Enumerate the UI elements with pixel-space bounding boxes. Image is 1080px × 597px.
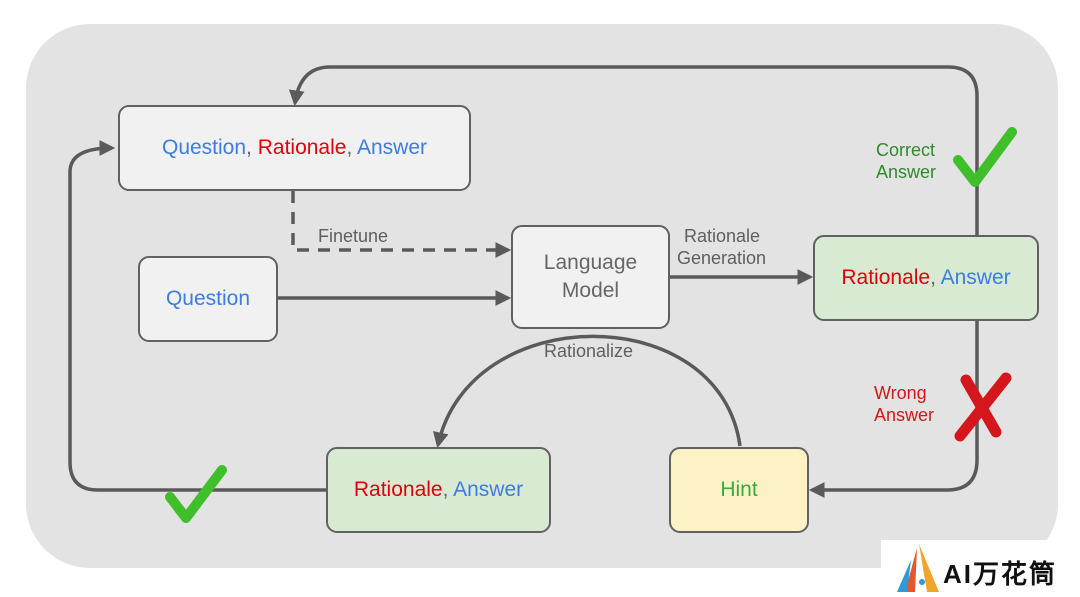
language-model-line2: Model <box>561 279 620 302</box>
wrong-answer-label: Wrong Answer <box>874 383 935 425</box>
bottom-return-arrow <box>68 140 326 492</box>
rationalize-label: Rationalize <box>544 341 634 361</box>
rationalize-arrow <box>433 334 742 449</box>
question-text: Question <box>165 287 251 310</box>
watermark-text: AI万花筒 <box>943 559 1058 589</box>
rationale-answer-right-box: Rationale, Answer <box>813 235 1039 321</box>
separator-text: , <box>346 136 357 159</box>
correct-answer-label: Correct Answer <box>876 140 937 182</box>
watermark-logo: AI万花筒 <box>881 540 1080 597</box>
hint-text: Hint <box>720 478 758 501</box>
language-model-box: Language Model <box>511 225 670 329</box>
answer-text: Answer <box>356 136 427 159</box>
separator-text: , <box>930 266 941 289</box>
language-model-line1: Language <box>543 251 638 274</box>
correct-answer-arrow <box>288 65 979 235</box>
wrong-cross-icon <box>954 372 1012 442</box>
question-text: Question <box>161 136 247 159</box>
rationale-text: Rationale <box>353 478 443 501</box>
answer-text: Answer <box>453 478 524 501</box>
separator-text: , <box>442 478 454 501</box>
hint-box: Hint <box>669 447 809 533</box>
bottom-check-icon <box>165 465 227 523</box>
rationale-text: Rationale <box>257 136 347 159</box>
finetune-label: Finetune <box>318 226 389 246</box>
separator-text: , <box>246 136 258 159</box>
rationale-text: Rationale <box>841 266 931 289</box>
question-box: Question <box>138 256 278 342</box>
question-rationale-answer-box: Question, Rationale, Answer <box>118 105 471 191</box>
wrong-answer-arrow <box>808 320 979 498</box>
logo-icon <box>897 544 939 592</box>
answer-text: Answer <box>940 266 1011 289</box>
rationale-answer-bottom-box: Rationale, Answer <box>326 447 551 533</box>
rationale-generation-label: Rationale Generation <box>677 226 767 268</box>
correct-check-icon <box>953 127 1017 187</box>
